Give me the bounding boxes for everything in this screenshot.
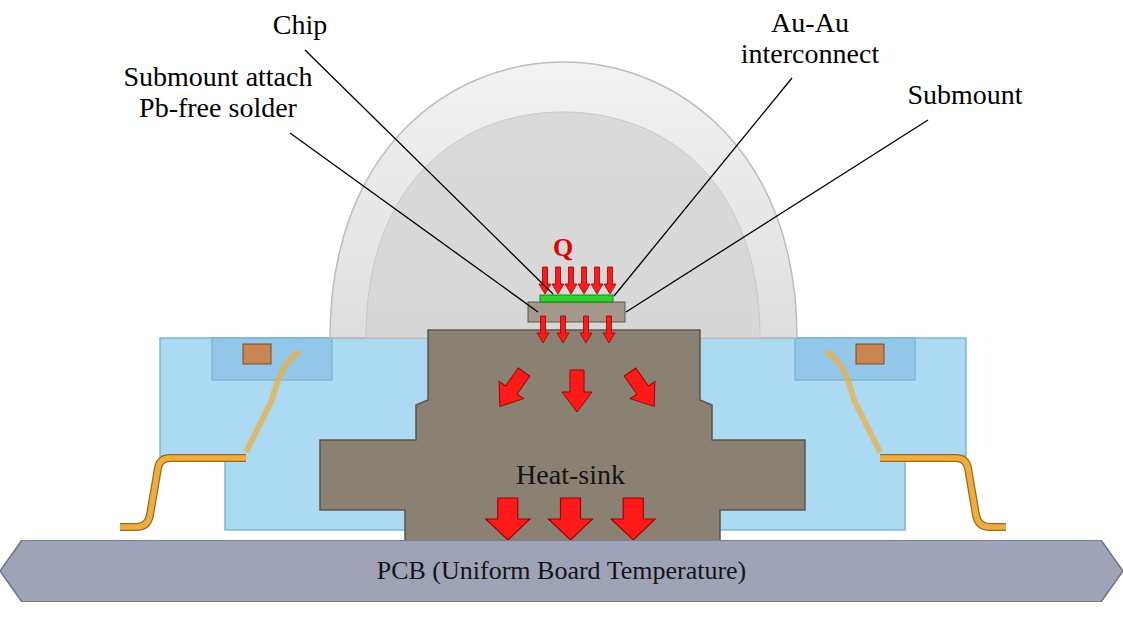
callout-label: Submount attach Pb-free solder	[102, 62, 334, 124]
heat-flow-arrow	[611, 498, 655, 540]
lead-frame	[880, 458, 1006, 527]
submount-heat-arrows	[537, 316, 615, 343]
outer-dome-lens	[330, 62, 797, 338]
heat-flux-arrows	[539, 267, 616, 294]
part-label: Heat-sink	[516, 459, 625, 491]
leader-line	[626, 120, 928, 312]
heat-sink-part: Heat-sink	[466, 453, 675, 498]
housing-recess	[212, 338, 332, 380]
callout-label: Submount	[865, 80, 1065, 111]
heat-flow-arrow	[549, 498, 593, 540]
callout-label: Chip	[200, 10, 400, 41]
lead-frame	[120, 458, 246, 527]
pcb-board: PCB (Uniform Board Temperature)	[0, 540, 1123, 602]
leader-line	[290, 133, 538, 312]
heat-spreading-arrows	[488, 363, 667, 415]
heat-sink-body	[320, 330, 805, 542]
heat-flux-label: Q	[543, 234, 583, 263]
callout-label: Au-Au interconnect	[725, 8, 895, 70]
internal-lead	[826, 352, 880, 452]
leader-line	[305, 50, 553, 294]
copper-pad	[856, 344, 884, 364]
chip	[540, 295, 613, 302]
copper-pad	[243, 344, 271, 364]
heat-flow-arrow	[486, 498, 530, 540]
lead-frame	[120, 458, 246, 527]
inner-dome-lens	[366, 112, 760, 338]
internal-lead	[246, 352, 300, 452]
board-label: PCB (Uniform Board Temperature)	[377, 556, 747, 586]
lead-frame	[880, 458, 1006, 527]
pcb-band-outline	[0, 540, 1123, 602]
housing-recess	[795, 338, 915, 380]
